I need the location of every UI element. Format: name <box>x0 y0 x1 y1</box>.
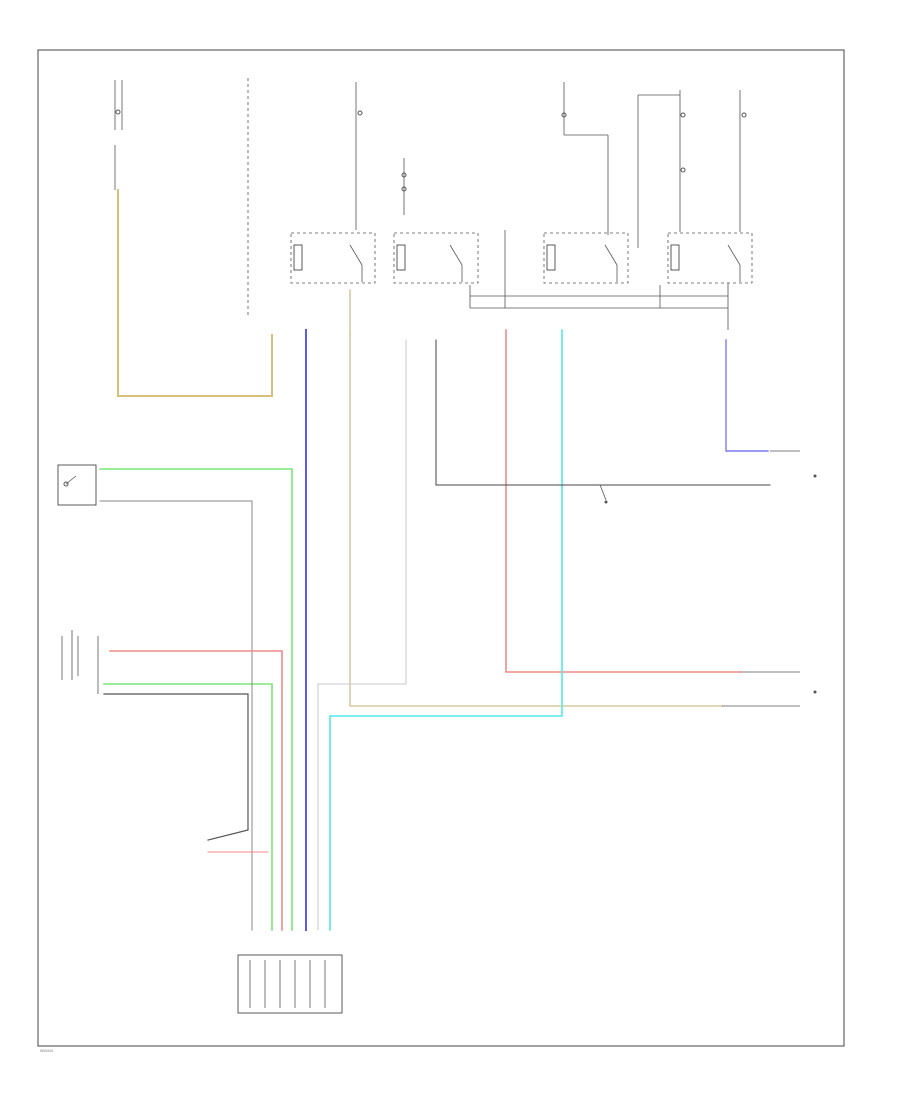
wire-cyan <box>329 329 563 931</box>
relay-4 <box>667 232 753 284</box>
wire-green-upper <box>99 468 293 931</box>
fuse-right-pair <box>637 90 747 248</box>
relay-3 <box>543 232 629 284</box>
wire-red-right <box>505 329 741 673</box>
wire-gray-upper <box>99 500 253 931</box>
wire-black-lower <box>103 693 249 841</box>
connector-right-upper <box>770 450 817 478</box>
wire-black-ground <box>435 339 771 486</box>
sensor-lower-left <box>61 630 99 694</box>
footer-code: W50000 <box>40 1049 53 1053</box>
wire-yellow <box>117 189 273 397</box>
power-source-left <box>114 80 123 190</box>
fuse-mid-right <box>561 82 609 235</box>
relay-bus <box>469 230 729 330</box>
wire-red-lower <box>109 650 283 931</box>
wire-white <box>317 339 407 931</box>
diagram-frame <box>37 49 845 1047</box>
switch-upper-left <box>57 464 97 506</box>
relay-1 <box>290 232 376 284</box>
wire-green-lower <box>103 683 273 931</box>
bottom-connector <box>237 954 343 1014</box>
relay-2 <box>393 232 479 284</box>
fuse-mid-left <box>355 82 407 230</box>
ground-symbol <box>599 484 608 504</box>
wire-blue-right <box>725 339 769 452</box>
wire-tan <box>349 334 723 707</box>
connector-right-lower <box>722 671 817 707</box>
